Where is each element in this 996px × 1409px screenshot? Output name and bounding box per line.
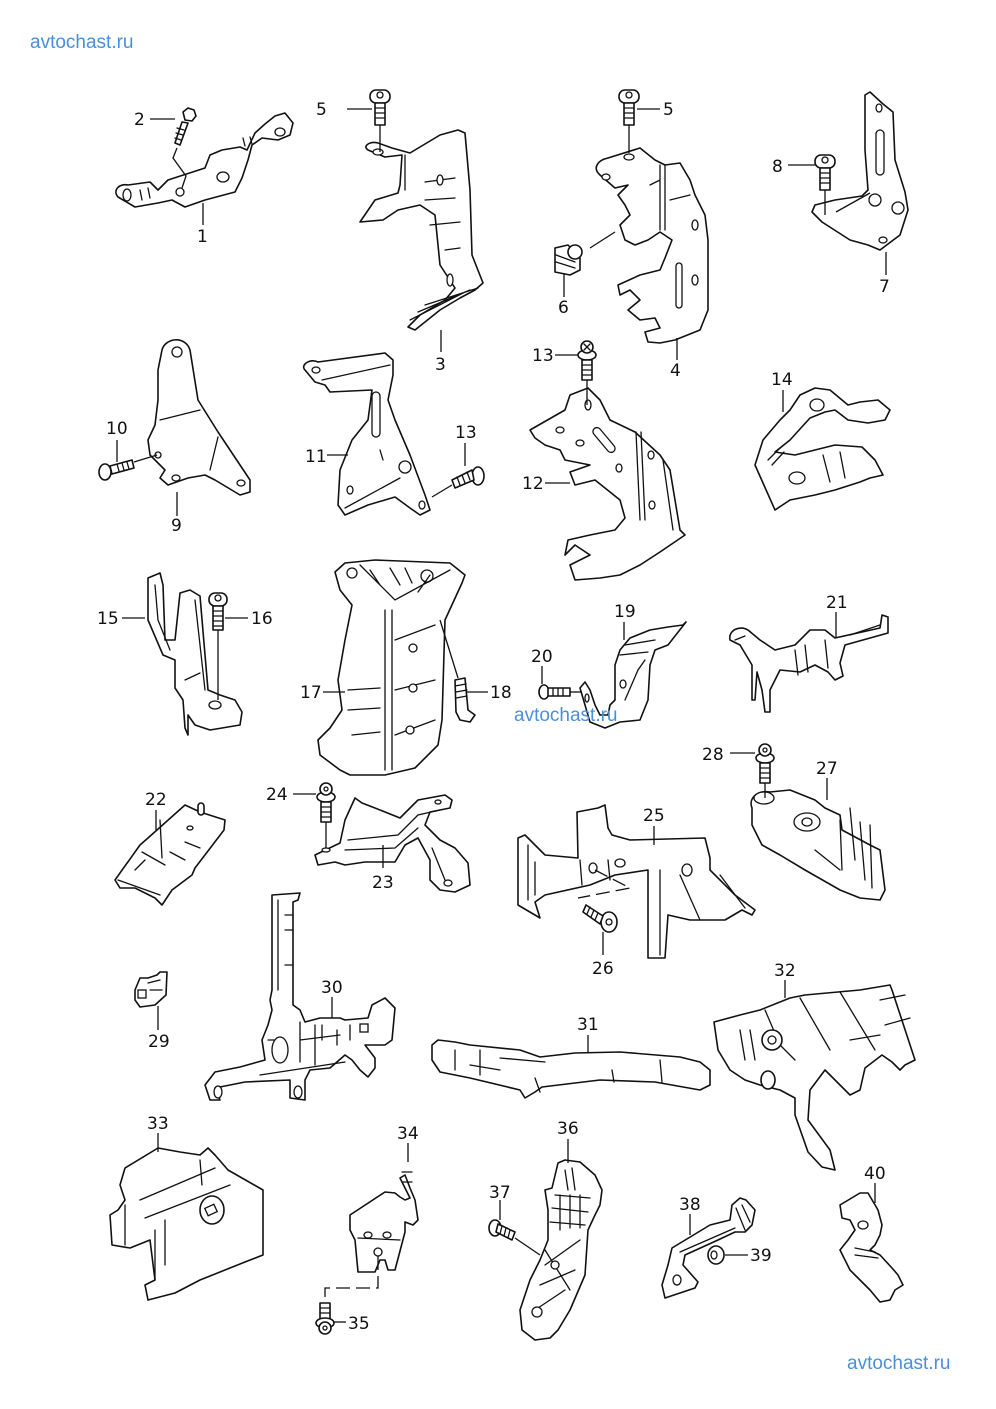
- callout-23: 23: [372, 873, 394, 893]
- part-40-bracket[interactable]: [839, 1192, 904, 1303]
- callout-12: 12: [522, 474, 544, 494]
- callout-36: 36: [557, 1119, 579, 1139]
- part-24-screw[interactable]: [316, 782, 336, 848]
- part-34-bracket[interactable]: [349, 1171, 419, 1273]
- callout-29: 29: [148, 1032, 170, 1052]
- callout-4: 4: [670, 361, 681, 381]
- callout-3: 3: [435, 355, 446, 375]
- callout-14: 14: [771, 370, 793, 390]
- callout-22: 22: [145, 790, 167, 810]
- callout-24: 24: [266, 785, 288, 805]
- callout-13-right: 13: [532, 346, 554, 366]
- callout-9: 9: [171, 516, 182, 536]
- callout-33: 33: [147, 1114, 169, 1134]
- part-23-bracket[interactable]: [314, 794, 471, 893]
- callout-10: 10: [106, 419, 128, 439]
- callout-6: 6: [558, 298, 569, 318]
- watermark-top: avtochast.ru: [30, 32, 134, 53]
- part-22-bracket[interactable]: [114, 802, 226, 906]
- part-37-bolt[interactable]: [488, 1219, 541, 1256]
- callout-30: 30: [321, 978, 343, 998]
- callout-32: 32: [774, 961, 796, 981]
- watermark-bottom: avtochast.ru: [847, 1353, 951, 1374]
- part-18-bolt[interactable]: [439, 619, 476, 723]
- callout-16: 16: [251, 609, 273, 629]
- part-8-screw[interactable]: [814, 154, 836, 215]
- callout-17: 17: [300, 683, 322, 703]
- part-20-bolt[interactable]: [538, 684, 582, 700]
- part-35-screw[interactable]: [315, 1256, 379, 1335]
- part-26-screw[interactable]: [582, 904, 618, 933]
- part-9-bracket[interactable]: [147, 339, 251, 496]
- callout-21: 21: [826, 593, 848, 613]
- callout-20: 20: [531, 647, 553, 667]
- callout-25: 25: [643, 806, 665, 826]
- part-1-bracket[interactable]: [115, 112, 294, 208]
- part-10-bolt[interactable]: [98, 454, 158, 481]
- callout-15: 15: [97, 609, 119, 629]
- callout-1: 1: [197, 227, 208, 247]
- callout-38: 38: [679, 1195, 701, 1215]
- callout-11: 11: [305, 447, 327, 467]
- callout-18: 18: [490, 683, 512, 703]
- part-4-bracket[interactable]: [595, 147, 709, 344]
- part-21-holder[interactable]: [729, 614, 889, 713]
- callout-27: 27: [816, 759, 838, 779]
- callout-19: 19: [614, 602, 636, 622]
- callout-7: 7: [879, 277, 890, 297]
- part-14-clamp[interactable]: [754, 387, 891, 511]
- part-33-cover[interactable]: [109, 1147, 264, 1301]
- part-36-bracket[interactable]: [519, 1159, 603, 1341]
- callout-35: 35: [348, 1314, 370, 1334]
- part-31-rail[interactable]: [431, 1039, 711, 1099]
- callout-28: 28: [702, 745, 724, 765]
- callout-34: 34: [397, 1124, 419, 1144]
- callout-39: 39: [750, 1246, 772, 1266]
- part-16-screw[interactable]: [208, 592, 228, 700]
- part-5-screw-right[interactable]: [618, 89, 640, 153]
- part-2-bolt[interactable]: [172, 107, 197, 189]
- callout-5-left: 5: [316, 100, 327, 120]
- part-6-clip[interactable]: [554, 231, 616, 276]
- callout-40: 40: [864, 1164, 886, 1184]
- part-13-bolt-left[interactable]: [431, 466, 485, 498]
- part-38-bracket[interactable]: [661, 1197, 756, 1299]
- part-17-bracket[interactable]: [317, 559, 466, 776]
- callout-labels: 2 1 5 3 5 6 4 8 7 10 9 11 13 13 12 14 15…: [97, 100, 890, 1334]
- callout-5-right: 5: [663, 100, 674, 120]
- part-15-bracket[interactable]: [147, 572, 243, 736]
- callout-31: 31: [577, 1015, 599, 1035]
- part-5-screw-left[interactable]: [369, 89, 391, 152]
- part-3-bracket[interactable]: [359, 129, 484, 331]
- callout-8: 8: [772, 157, 783, 177]
- callout-26: 26: [592, 959, 614, 979]
- watermark-middle: avtochast.ru: [514, 705, 618, 726]
- callout-13-left: 13: [455, 423, 477, 443]
- part-7-bracket[interactable]: [811, 91, 909, 251]
- part-11-bracket[interactable]: [302, 352, 431, 516]
- part-19-bracket[interactable]: [579, 621, 687, 729]
- part-12-bracket[interactable]: [529, 387, 686, 581]
- part-27-bracket[interactable]: [750, 789, 886, 901]
- part-32-cover[interactable]: [713, 984, 916, 1171]
- part-29-clip[interactable]: [134, 971, 168, 1008]
- part-25-bracket[interactable]: [517, 804, 756, 959]
- part-28-screw[interactable]: [755, 743, 775, 798]
- part-39-nut[interactable]: [707, 1245, 725, 1265]
- callout-37: 37: [489, 1183, 511, 1203]
- callout-2: 2: [134, 110, 145, 130]
- part-30-holder[interactable]: [204, 892, 396, 1101]
